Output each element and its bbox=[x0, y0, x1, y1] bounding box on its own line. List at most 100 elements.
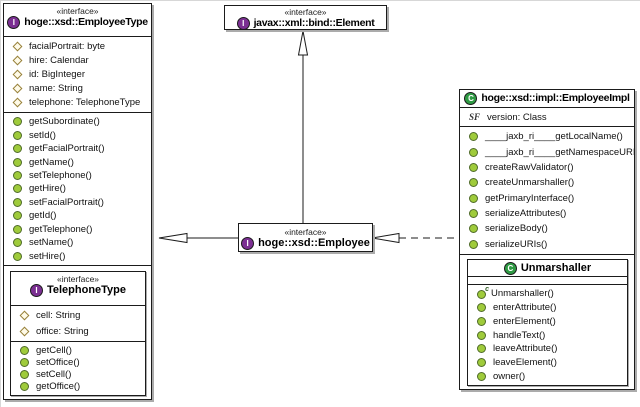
attribute-diamond-icon bbox=[12, 83, 23, 94]
method-label: getSubordinate() bbox=[29, 116, 100, 128]
attribute-label: name: String bbox=[29, 83, 83, 95]
method-row: setHire() bbox=[4, 250, 151, 263]
method-row: enterAttribute() bbox=[468, 301, 627, 315]
method-row: getCell() bbox=[11, 344, 145, 356]
method-dot-icon bbox=[469, 224, 478, 234]
employee-header: «interface» I hoge::xsd::Employee bbox=[239, 225, 372, 250]
method-row: setId() bbox=[4, 128, 151, 141]
attribute-label: version: Class bbox=[487, 111, 547, 123]
employee-impl-methods: ____jaxb_ri____getLocalName() ____jaxb_r… bbox=[460, 126, 634, 254]
method-dot-icon bbox=[477, 344, 486, 354]
method-dot-icon bbox=[13, 251, 22, 261]
method-row: getPrimaryInterface() bbox=[460, 191, 634, 206]
method-dot-icon bbox=[13, 144, 22, 154]
method-label: leaveElement() bbox=[493, 356, 557, 368]
method-label: getHire() bbox=[29, 183, 66, 195]
class-box-employee-type[interactable]: «interface» I hoge::xsd::EmployeeType fa… bbox=[3, 3, 152, 400]
attribute-diamond-icon bbox=[12, 41, 23, 52]
generalization-arrowhead-employeetype bbox=[158, 232, 188, 244]
attribute-label: office: String bbox=[36, 325, 89, 337]
method-dot-icon bbox=[20, 382, 29, 392]
telephone-type-header: «interface» I TelephoneType bbox=[11, 272, 145, 305]
employee-impl-attributes: SF version: Class bbox=[460, 107, 634, 126]
class-box-employee[interactable]: «interface» I hoge::xsd::Employee bbox=[238, 223, 373, 252]
method-label: serializeURIs() bbox=[485, 238, 548, 250]
constructor-icon: c bbox=[476, 287, 489, 300]
method-row: owner() bbox=[468, 369, 627, 383]
class-box-unmarshaller[interactable]: C Unmarshaller c Unmarshaller() en bbox=[467, 259, 628, 386]
attribute-diamond-icon bbox=[19, 326, 30, 337]
telephone-type-attributes: cell: String office: String bbox=[11, 305, 145, 341]
method-label: serializeBody() bbox=[485, 223, 548, 235]
attribute-row: facialPortrait: byte bbox=[4, 39, 151, 53]
method-label: setFacialPortrait() bbox=[29, 196, 104, 208]
method-label: enterAttribute() bbox=[493, 302, 557, 314]
method-label: getCell() bbox=[36, 344, 72, 356]
method-dot-icon bbox=[13, 238, 22, 248]
method-label: setOffice() bbox=[36, 356, 80, 368]
class-box-employee-impl[interactable]: C hoge::xsd::impl::EmployeeImpl SF versi… bbox=[459, 89, 635, 390]
method-dot-icon bbox=[469, 162, 478, 172]
method-dot-icon bbox=[469, 193, 478, 203]
attribute-diamond-icon bbox=[19, 310, 30, 321]
stereotype-label: «interface» bbox=[284, 7, 327, 17]
attribute-row: telephone: TelephoneType bbox=[4, 96, 151, 110]
interface-icon: I bbox=[236, 17, 250, 30]
method-row: setCell() bbox=[11, 369, 145, 381]
attribute-diamond-icon bbox=[12, 97, 23, 108]
element-header: «interface» I javax::xml::bind::Element bbox=[225, 5, 386, 30]
method-dot-icon bbox=[469, 132, 478, 142]
method-dot-icon bbox=[469, 239, 478, 249]
interface-icon: I bbox=[241, 237, 255, 250]
method-label: leaveAttribute() bbox=[493, 343, 558, 355]
method-dot-icon bbox=[13, 130, 22, 140]
method-label: ____jaxb_ri____getLocalName() bbox=[485, 131, 623, 143]
class-title: javax::xml::bind::Element bbox=[253, 17, 375, 29]
method-label: getOffice() bbox=[36, 381, 81, 393]
employee-type-methods: getSubordinate() setId() getFacialPortra… bbox=[4, 112, 151, 265]
employee-type-header: «interface» I hoge::xsd::EmployeeType bbox=[4, 4, 151, 36]
method-dot-icon bbox=[469, 147, 478, 157]
method-row: getSubordinate() bbox=[4, 115, 151, 128]
method-dot-icon bbox=[477, 357, 486, 367]
method-row: setName() bbox=[4, 236, 151, 249]
class-box-telephone-type[interactable]: «interface» I TelephoneType cell: String… bbox=[10, 271, 146, 396]
method-label: enterElement() bbox=[493, 315, 556, 327]
class-icon: C bbox=[503, 261, 517, 275]
method-label: setHire() bbox=[29, 250, 66, 262]
static-final-icon: SF bbox=[469, 112, 481, 122]
method-row: createUnmarshaller() bbox=[460, 175, 634, 190]
attribute-row: id: BigInteger bbox=[4, 67, 151, 81]
method-dot-icon bbox=[477, 290, 486, 300]
method-dot-icon bbox=[13, 117, 22, 127]
method-dot-icon bbox=[13, 211, 22, 221]
method-dot-icon bbox=[20, 357, 29, 367]
employee-type-inner-classes: «interface» I TelephoneType cell: String… bbox=[4, 265, 151, 399]
stereotype-label: «interface» bbox=[56, 6, 99, 16]
method-dot-icon bbox=[477, 303, 486, 313]
class-title: Unmarshaller bbox=[520, 261, 592, 274]
method-row: getFacialPortrait() bbox=[4, 142, 151, 155]
method-dot-icon bbox=[13, 184, 22, 194]
method-dot-icon bbox=[477, 316, 486, 326]
attribute-row: name: String bbox=[4, 82, 151, 96]
class-box-element[interactable]: «interface» I javax::xml::bind::Element bbox=[224, 5, 387, 30]
method-row: handleText() bbox=[468, 328, 627, 342]
unmarshaller-methods: c Unmarshaller() enterAttribute() enterE… bbox=[468, 284, 627, 385]
method-label: createUnmarshaller() bbox=[485, 177, 575, 189]
method-label: ____jaxb_ri____getNamespaceURI() bbox=[485, 146, 634, 158]
unmarshaller-header: C Unmarshaller bbox=[468, 260, 627, 276]
attribute-row: hire: Calendar bbox=[4, 53, 151, 67]
class-icon: C bbox=[464, 92, 478, 105]
stereotype-label: «interface» bbox=[56, 274, 100, 284]
method-row: getName() bbox=[4, 155, 151, 168]
method-label: serializeAttributes() bbox=[485, 208, 567, 220]
method-dot-icon bbox=[469, 209, 478, 219]
method-row: getId() bbox=[4, 209, 151, 222]
interface-icon: I bbox=[29, 284, 43, 297]
employee-impl-inner-classes: C Unmarshaller c Unmarshaller() en bbox=[460, 254, 634, 389]
method-row: serializeAttributes() bbox=[460, 206, 634, 221]
class-title: hoge::xsd::EmployeeType bbox=[24, 16, 148, 28]
method-dot-icon bbox=[469, 178, 478, 188]
